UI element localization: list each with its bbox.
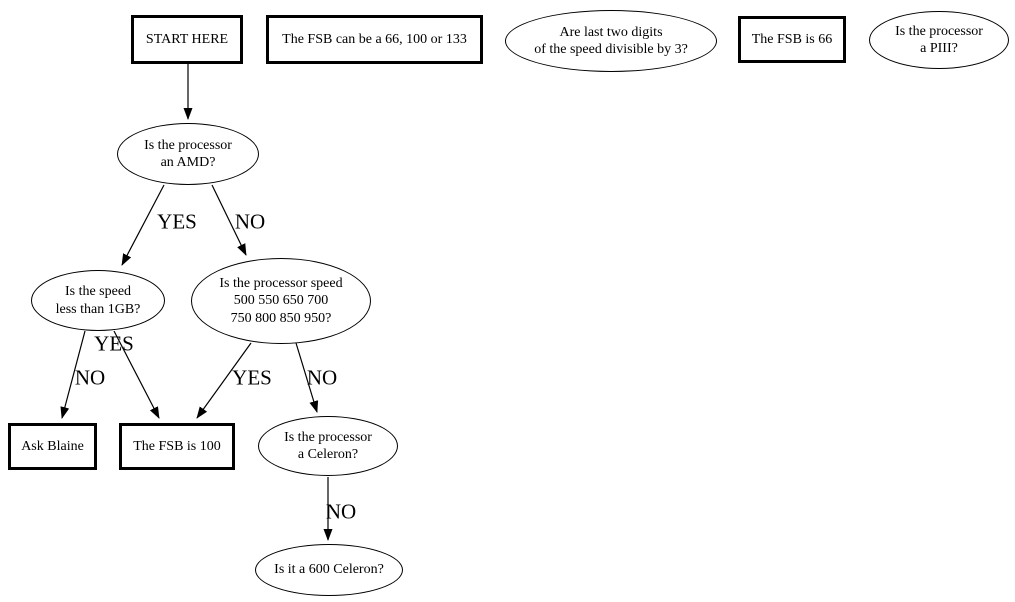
edge-label-amd-to-lt-1gb: YES (157, 209, 197, 234)
node-label-line: a Celeron? (297, 447, 359, 462)
node-fsb-100: The FSB is 100 (119, 423, 235, 470)
node-amd: Is the processor an AMD? (117, 123, 259, 185)
node-celeron: Is the processor a Celeron? (258, 416, 398, 476)
node-label-line: an AMD? (160, 155, 216, 170)
edge-label-speed-list-to-celeron: NO (306, 365, 338, 390)
node-label-line: Is it a 600 Celeron? (274, 562, 384, 578)
node-label-line: Is the processor (144, 137, 232, 153)
node-ask-blaine: Ask Blaine (8, 423, 97, 470)
node-start-here: START HERE (131, 15, 243, 64)
node-label-line: Is the processor (284, 429, 372, 445)
node-digits-divisible: Are last two digits of the speed divisibl… (505, 10, 717, 72)
node-label-line: The FSB is 66 (751, 31, 833, 47)
node-label-line: 500 550 650 700 (233, 293, 329, 309)
node-label-line: 750 800 850 950? (230, 310, 332, 326)
node-label-line: Are last two digits (559, 24, 663, 40)
edge-label-speed-list-to-fsb-100: YES (232, 365, 272, 390)
node-label-line: Ask Blaine (21, 438, 84, 454)
node-label-line: Is the processor speed (219, 276, 343, 292)
node-label-line: a PIII? (920, 41, 958, 56)
node-label-line: The FSB can be a 66, 100 or 133 (282, 31, 467, 47)
node-label-line: less than 1GB? (55, 301, 141, 317)
edge-label-amd-to-speed-list: NO (234, 209, 266, 234)
edge-label-celeron-to-celeron-600: NO (325, 499, 357, 524)
node-piii: Is the processor a PIII? (869, 11, 1009, 69)
node-label-line: Is the processor (895, 23, 983, 39)
node-label-line: START HERE (145, 31, 229, 47)
node-label-line: of the speed divisible by 3? (534, 42, 688, 57)
node-label-line: The FSB is 100 (133, 438, 221, 454)
node-label-line: Is the speed (64, 284, 132, 300)
node-fsb-can-be: The FSB can be a 66, 100 or 133 (266, 15, 483, 64)
node-fsb-66: The FSB is 66 (738, 16, 846, 63)
node-celeron-600: Is it a 600 Celeron? (255, 544, 403, 596)
edge-label-lt-1gb-to-ask-blaine: NO (74, 365, 106, 390)
edge-label-lt-1gb-to-fsb-100: YES (94, 331, 134, 356)
